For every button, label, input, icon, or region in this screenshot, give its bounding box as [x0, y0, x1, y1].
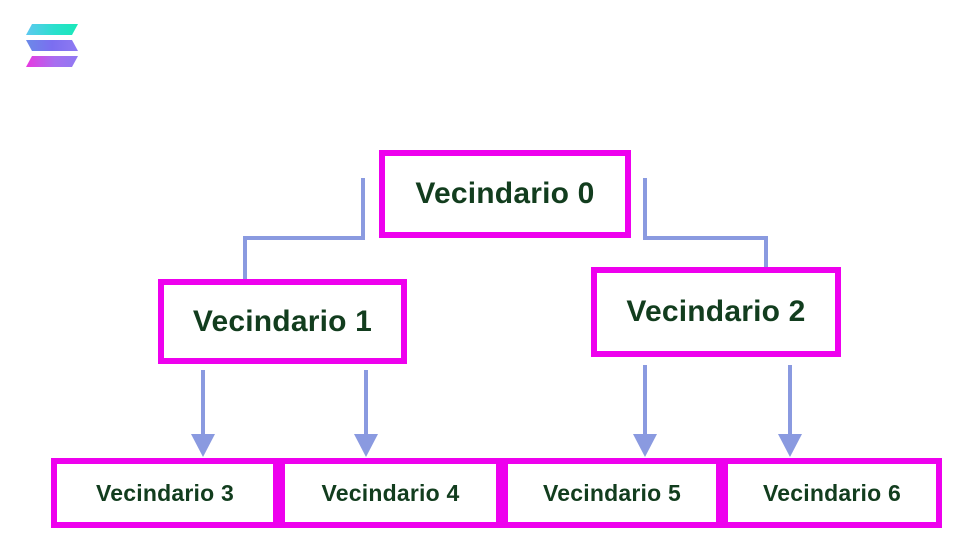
node-vecindario-3[interactable]: Vecindario 3	[51, 458, 279, 528]
edge-n0-n1	[243, 178, 365, 286]
node-vecindario-0[interactable]: Vecindario 0	[379, 150, 631, 238]
node-label: Vecindario 5	[543, 479, 681, 506]
node-label: Vecindario 0	[415, 177, 595, 210]
node-vecindario-4[interactable]: Vecindario 4	[279, 458, 502, 528]
node-label: Vecindario 6	[763, 479, 901, 506]
node-vecindario-5[interactable]: Vecindario 5	[502, 458, 722, 528]
node-label: Vecindario 2	[626, 295, 806, 328]
arrowhead-n4	[354, 434, 378, 457]
arrowhead-n3	[191, 434, 215, 457]
node-vecindario-2[interactable]: Vecindario 2	[591, 267, 841, 357]
arrowhead-n6	[778, 434, 802, 457]
solana-logo	[22, 22, 84, 70]
node-label: Vecindario 1	[192, 304, 373, 338]
arrowhead-n5	[633, 434, 657, 457]
node-label: Vecindario 4	[321, 479, 460, 506]
node-vecindario-1[interactable]: Vecindario 1	[158, 279, 407, 364]
node-label: Vecindario 3	[96, 479, 234, 506]
node-vecindario-6[interactable]: Vecindario 6	[722, 458, 942, 528]
